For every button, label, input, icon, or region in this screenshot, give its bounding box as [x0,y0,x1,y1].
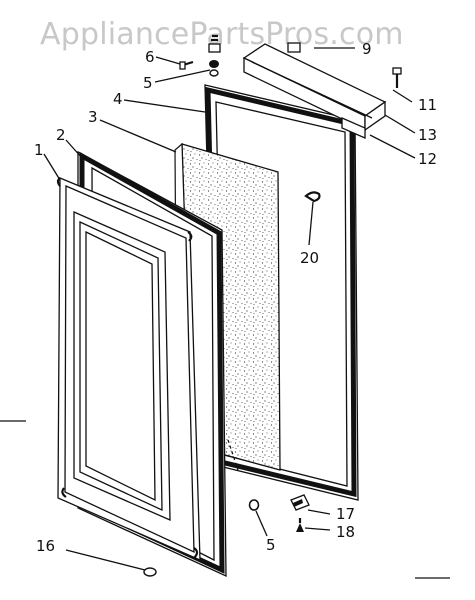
small-screw-top [179,60,194,70]
bottom-screw [296,518,304,532]
callout-20: 20 [300,249,319,267]
callout-13: 13 [418,126,437,144]
callout-5-top: 5 [143,74,153,92]
top-hinge-pin [208,34,221,53]
callout-5-bottom: 5 [266,536,276,554]
hinge-pin-cap [287,42,301,53]
bottom-left-screw [143,567,157,577]
callout-3: 3 [88,108,98,126]
callout-16: 16 [36,537,55,555]
callout-2: 2 [56,126,66,144]
callout-4: 4 [113,90,123,108]
bottom-hinge-block [290,494,310,511]
hinge-screw [392,67,402,88]
callout-18: 18 [336,523,355,541]
top-hinge-bracket [242,43,387,139]
callout-17: 17 [336,505,355,523]
top-bushing [209,60,219,77]
outer-door-panel [56,177,201,562]
door-clip [304,191,321,203]
leader-lines [0,47,450,579]
bottom-bushing [248,499,260,511]
callout-6: 6 [145,48,155,66]
callout-9: 9 [362,40,372,58]
watermark-text: AppliancePartsPros.com [40,17,404,52]
callout-11: 11 [418,96,437,114]
callout-12: 12 [418,150,437,168]
callout-1: 1 [34,141,44,159]
